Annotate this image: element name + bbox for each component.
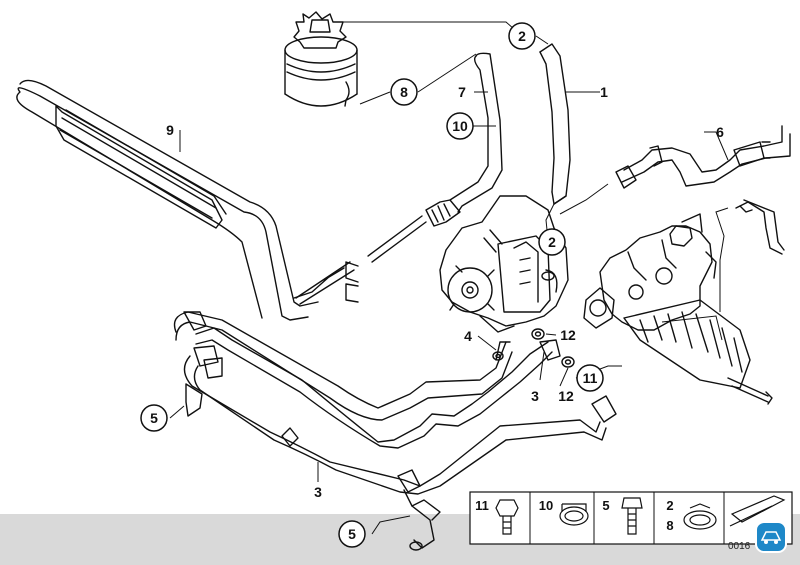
callout-circle-11	[576, 364, 604, 392]
callout-7: 7	[458, 84, 466, 100]
callout-8: 8	[400, 84, 408, 100]
steering-gear	[583, 213, 773, 405]
callout-circle-10	[446, 112, 474, 140]
power-steering-pump	[439, 195, 569, 333]
callout-9: 9	[166, 122, 174, 138]
callout-12-top: 12	[560, 327, 576, 343]
callout-circle-2-mid	[538, 228, 566, 256]
callout-11: 11	[583, 370, 598, 386]
cooler-pipe	[16, 79, 359, 321]
reservoir	[284, 11, 358, 107]
callout-10: 10	[452, 118, 468, 134]
callout-circle-5-bottom	[338, 520, 366, 548]
banjo-bolt-icon	[495, 499, 519, 535]
callout-1: 1	[600, 84, 608, 100]
feed-hose	[367, 52, 503, 263]
legend-item-8: 8	[666, 518, 673, 533]
car-badge-icon	[755, 521, 787, 553]
callout-4: 4	[464, 328, 472, 344]
callout-6: 6	[716, 124, 724, 140]
callout-2-mid: 2	[548, 234, 556, 250]
clip-clamp-icon	[683, 503, 717, 530]
hose-clamp-icon	[559, 503, 589, 526]
return-hose	[539, 43, 571, 205]
parts-legend: 11 10 5 2 8	[469, 491, 793, 545]
callout-3-bottom: 3	[314, 484, 322, 500]
lower-hoses	[173, 311, 617, 551]
legend-item-11: 11	[475, 498, 489, 513]
callout-circle-8	[390, 78, 418, 106]
callout-5-bottom: 5	[348, 526, 356, 542]
callout-3-mid: 3	[531, 388, 539, 404]
diagram-number: 0016	[728, 541, 751, 552]
legend-item-2: 2	[666, 498, 673, 513]
wedge-icon	[729, 495, 786, 527]
callout-5-left: 5	[150, 410, 158, 426]
callout-circles	[140, 22, 604, 548]
bolt-icon	[621, 497, 643, 535]
callout-circle-2-top	[508, 22, 536, 50]
legend-item-5: 5	[602, 498, 609, 513]
legend-item-10: 10	[539, 498, 553, 513]
callout-12-bottom: 12	[558, 388, 574, 404]
callout-2-top: 2	[518, 28, 526, 44]
callout-circle-5-left	[140, 404, 168, 432]
small-seals	[492, 328, 575, 368]
pressure-line-6	[615, 125, 791, 255]
